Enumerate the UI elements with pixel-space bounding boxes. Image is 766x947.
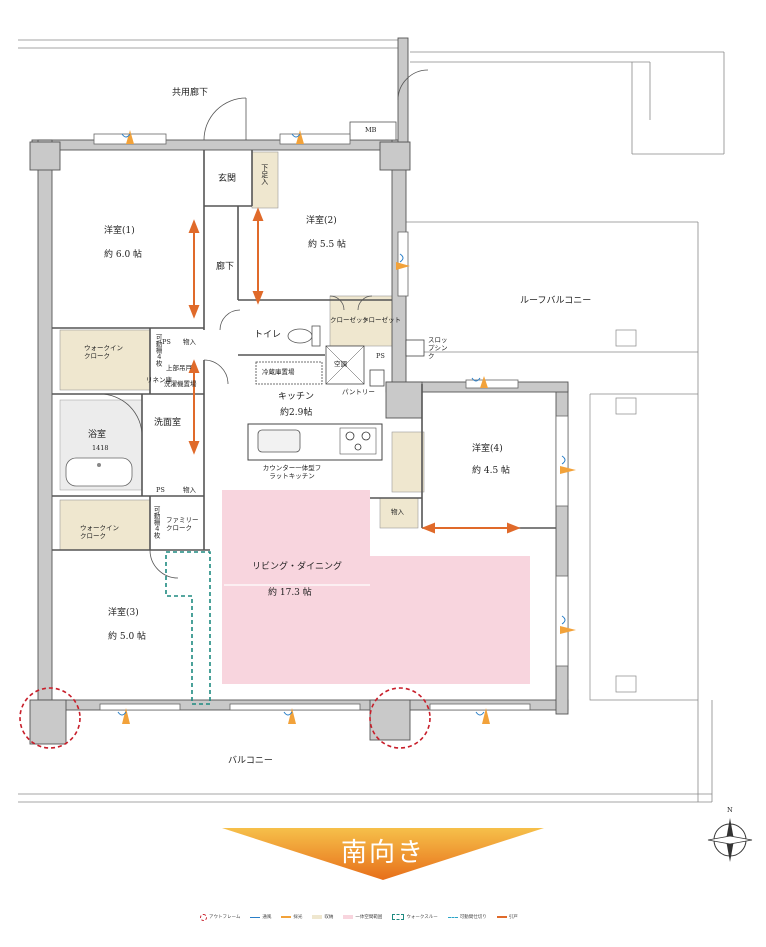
- room4-name: 洋室(4): [472, 444, 503, 454]
- walkthrough-path: [165, 551, 211, 705]
- storage2-label: 物入: [183, 486, 196, 494]
- legend-swatch: [392, 914, 405, 920]
- storage1-label: 物入: [183, 338, 196, 346]
- legend-text: 採光: [293, 915, 303, 920]
- washer-label: 洗濯機置場: [164, 380, 197, 388]
- legend-text: 可動間仕切り: [459, 915, 487, 920]
- south-facing-banner: [222, 828, 544, 880]
- roof-balcony-label: ルーフバルコニー: [520, 296, 592, 306]
- drain: [97, 463, 101, 467]
- legend-swatch: [250, 916, 261, 918]
- legend-item: 収納: [312, 914, 333, 920]
- upper-shelf-label: 上部吊戸: [166, 364, 192, 372]
- mb-label: MB: [365, 126, 377, 134]
- legend-text: 収納: [324, 915, 334, 920]
- legend-swatch: [312, 915, 323, 919]
- legend-item: 引戸: [496, 914, 518, 920]
- shelf4b-label: 可動棚４枚: [152, 506, 161, 539]
- wind-markers: [117, 133, 566, 716]
- entrance-label: 玄関: [218, 174, 237, 184]
- outframe-marker: [369, 687, 431, 749]
- shelf4-label: 可動棚４枚: [154, 334, 163, 367]
- legend-text: 一体空間範囲: [355, 915, 383, 920]
- legend-swatch: [281, 916, 292, 918]
- burner: [361, 431, 371, 441]
- door-swings: [99, 69, 429, 579]
- room3-name: 洋室(3): [108, 608, 139, 618]
- kitchen-size-label: 約2.9帖: [280, 408, 313, 418]
- room1-size: 約 6.0 帖: [104, 250, 143, 260]
- burner: [345, 431, 355, 441]
- legend-text: ウォークスルー: [406, 915, 438, 920]
- storage3-label: 物入: [391, 508, 404, 516]
- balcony-label: バルコニー: [228, 756, 273, 766]
- kitchen-counter-label: カウンター一体型フラットキッチン: [262, 464, 322, 481]
- slop-sink-box: [405, 339, 425, 357]
- legend-item: 一体空間範囲: [343, 914, 382, 920]
- sink: [257, 429, 301, 453]
- storage-areas: [59, 151, 425, 551]
- legend-text: 引戸: [508, 915, 518, 920]
- legend-swatch: [200, 913, 207, 921]
- legend-swatch: [447, 916, 458, 918]
- toilet-label: トイレ: [254, 330, 282, 340]
- outframe-marker: [19, 687, 81, 749]
- room2-name: 洋室(2): [306, 216, 337, 226]
- north-compass-icon: [707, 818, 753, 862]
- legend-text: 通風: [262, 915, 272, 920]
- roof-balcony-tiles: [589, 329, 698, 701]
- banner-text: 南向き: [340, 838, 425, 868]
- legend-item: 通風: [250, 914, 271, 920]
- mb-box: [349, 121, 397, 141]
- north-label: N: [727, 806, 733, 814]
- legend-item: ウォークスルー: [392, 914, 438, 920]
- slop-sink-label: スロップシンク: [428, 336, 448, 361]
- burner: [354, 443, 362, 451]
- shoe-box-label: 下足入: [260, 164, 269, 185]
- closet2-label: クローゼット: [362, 316, 401, 324]
- ps2-label: PS: [376, 352, 385, 360]
- legend: アウトフレーム 通風 採光 収納 一体空間範囲 ウォークスルー 可動間仕切り 引…: [200, 910, 580, 924]
- wic1-label: ウォークインクローク: [84, 344, 123, 361]
- legend-item: アウトフレーム: [200, 913, 241, 921]
- pantry-box: [369, 369, 385, 387]
- ps3-label: PS: [156, 486, 165, 494]
- wic2-label: ウォークインクローク: [80, 524, 119, 541]
- family-cloak-label: ファミリークローク: [166, 516, 199, 533]
- hallway-label: 廊下: [216, 262, 235, 272]
- washroom-label: 洗面室: [154, 418, 182, 428]
- legend-swatch: [496, 916, 507, 918]
- bathtub: [65, 457, 133, 487]
- legend-item: 可動間仕切り: [447, 914, 487, 920]
- light-markers: [122, 130, 576, 724]
- ps1-label: PS: [162, 338, 171, 346]
- room3-size: 約 5.0 帖: [108, 632, 147, 642]
- toilet-bowl: [287, 328, 313, 344]
- bath-label: 浴室: [88, 430, 107, 440]
- common-corridor-label: 共用廊下: [172, 88, 209, 98]
- legend-swatch: [343, 915, 354, 919]
- closet1-label: クローゼット: [330, 316, 369, 324]
- living-label: リビング・ダイニング: [252, 562, 343, 572]
- fridge-label: 冷蔵庫置場: [262, 368, 295, 376]
- room1-name: 洋室(1): [104, 226, 135, 236]
- legend-item: 採光: [281, 914, 302, 920]
- room2-size: 約 5.5 帖: [308, 240, 347, 250]
- legend-text: アウトフレーム: [209, 915, 241, 920]
- pantry-label: パントリー: [342, 388, 375, 396]
- room4-size: 約 4.5 帖: [472, 466, 511, 476]
- living-size-label: 約 17.3 帖: [268, 588, 312, 598]
- bath-size-label: 1418: [92, 444, 109, 452]
- kitchen-label: キッチン: [278, 392, 315, 402]
- fridge-space: [255, 361, 323, 385]
- sliding-door-arrows: [188, 207, 521, 534]
- linen-label: リネン庫: [146, 376, 172, 384]
- site-lines: [18, 39, 725, 803]
- ac-label: 空調: [334, 360, 347, 368]
- interior-walls: [52, 150, 556, 551]
- living-dining-highlight: [222, 490, 530, 684]
